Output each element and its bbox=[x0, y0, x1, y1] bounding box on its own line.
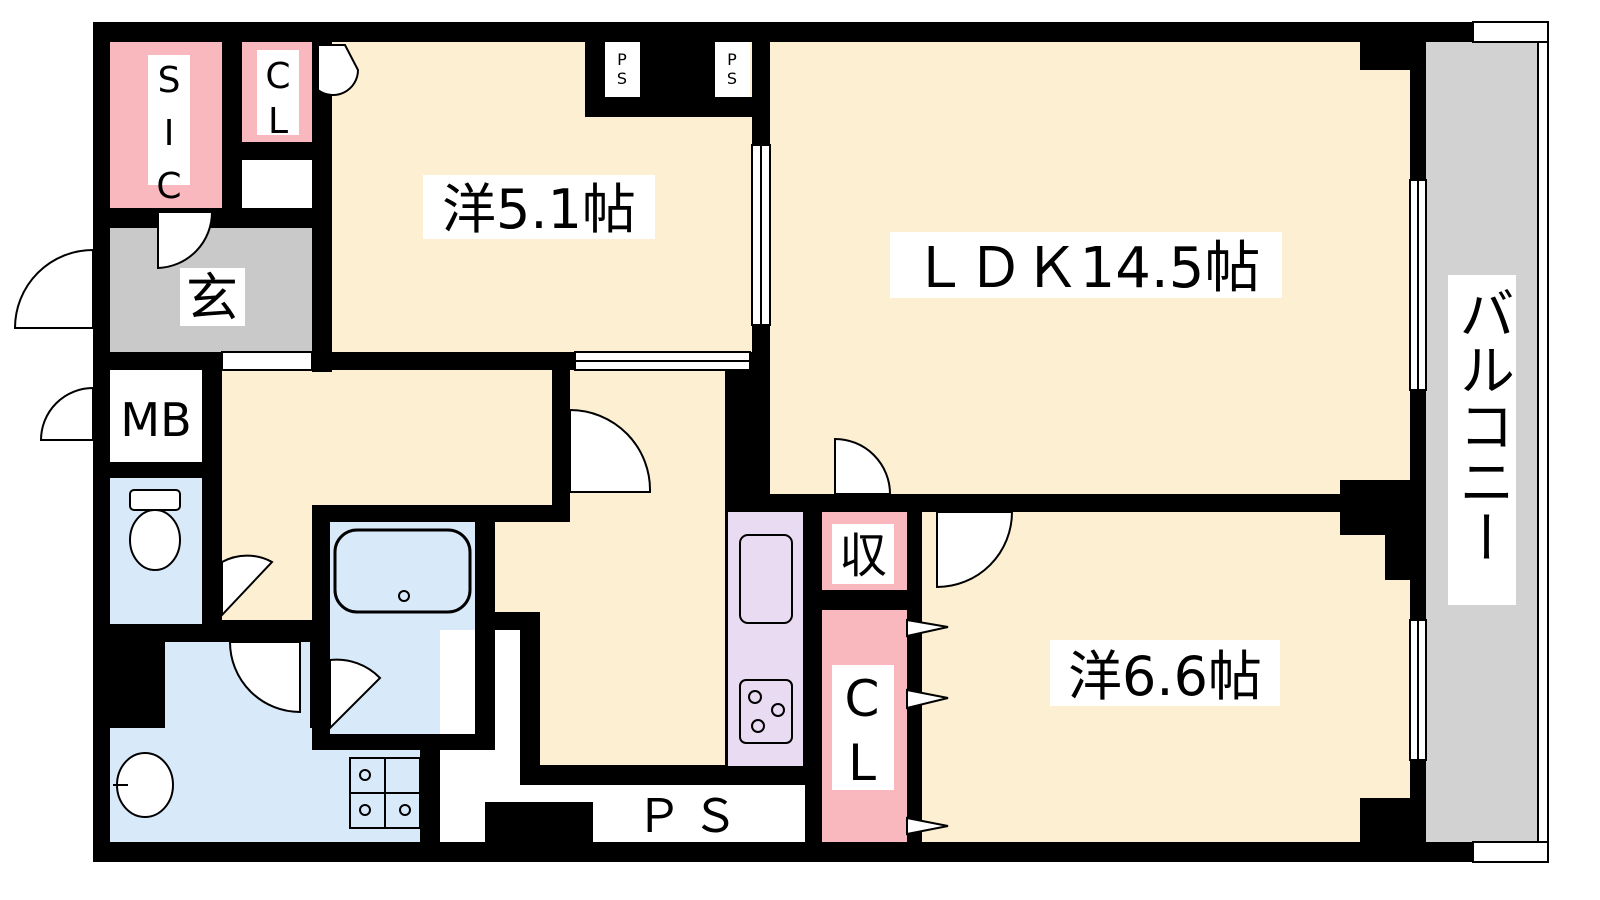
wall bbox=[475, 505, 495, 750]
washing-machine-icon bbox=[349, 757, 421, 829]
cl-small-label: CL bbox=[258, 56, 299, 146]
western-room-1-label: 洋5.1帖 bbox=[442, 178, 636, 241]
wall bbox=[1385, 480, 1410, 580]
ps1-box bbox=[605, 42, 640, 97]
door-swing-icon bbox=[906, 618, 949, 836]
wall bbox=[805, 512, 822, 842]
wall bbox=[93, 624, 315, 642]
wall bbox=[725, 494, 1410, 512]
sic-label: SIC bbox=[149, 60, 190, 219]
window-icon bbox=[1409, 179, 1427, 761]
western-room-2-label: 洋6.6帖 bbox=[1068, 645, 1262, 708]
balcony-edge bbox=[1472, 21, 1549, 43]
wall bbox=[202, 370, 222, 625]
window-icon bbox=[221, 144, 771, 371]
wall bbox=[312, 42, 332, 372]
balcony-edge bbox=[1472, 841, 1549, 863]
cl-large-label-bg bbox=[832, 665, 894, 790]
balcony-label: バルコニー bbox=[1450, 285, 1515, 565]
cl-small-label-bg bbox=[257, 50, 299, 135]
wall bbox=[907, 512, 922, 842]
cl-large-label: CL bbox=[833, 670, 891, 798]
western-room-2-label-bg bbox=[1050, 640, 1280, 706]
wall bbox=[520, 766, 805, 785]
ldk-label-bg bbox=[890, 232, 1282, 298]
wall bbox=[222, 42, 242, 228]
door-swing-icon bbox=[13, 44, 1014, 731]
wall bbox=[312, 505, 330, 750]
sic-label-bg bbox=[148, 55, 190, 185]
pipe-space-3-label: ＰＳ bbox=[636, 789, 748, 843]
sink-icon bbox=[739, 534, 793, 624]
wall bbox=[822, 590, 907, 610]
entrance-label: 玄 bbox=[186, 269, 238, 329]
wall bbox=[725, 494, 728, 766]
white-shelf bbox=[242, 160, 312, 208]
ldk-label: ＬＤＫ14.5帖 bbox=[912, 236, 1261, 301]
pipe-space-1-label: PS bbox=[613, 50, 632, 88]
stove-icon bbox=[739, 679, 793, 744]
wall bbox=[585, 97, 752, 117]
storage-label-bg bbox=[832, 524, 894, 584]
wall bbox=[110, 642, 165, 728]
wall bbox=[93, 462, 222, 478]
balcony-label-bg bbox=[1448, 275, 1516, 605]
entrance-label-bg bbox=[180, 268, 245, 326]
wall bbox=[312, 734, 495, 750]
wall bbox=[312, 505, 570, 522]
wall bbox=[420, 750, 440, 842]
toilet-icon bbox=[129, 489, 181, 571]
pipe-space-2-label: PS bbox=[723, 50, 742, 88]
wall bbox=[640, 42, 715, 97]
washbasin-icon bbox=[113, 752, 174, 818]
ps-block bbox=[485, 802, 593, 842]
ps2-box bbox=[715, 42, 750, 97]
wall bbox=[552, 370, 570, 505]
western-room-1-label-bg bbox=[423, 175, 655, 239]
storage-label: 収 bbox=[839, 528, 887, 584]
meter-box-label: MB bbox=[120, 393, 191, 447]
balcony-rail bbox=[1537, 21, 1549, 863]
bathtub-icon bbox=[333, 528, 472, 614]
wall bbox=[520, 612, 540, 785]
pipe-space-3-label-bg bbox=[598, 788, 798, 840]
mb-floor bbox=[110, 370, 202, 462]
